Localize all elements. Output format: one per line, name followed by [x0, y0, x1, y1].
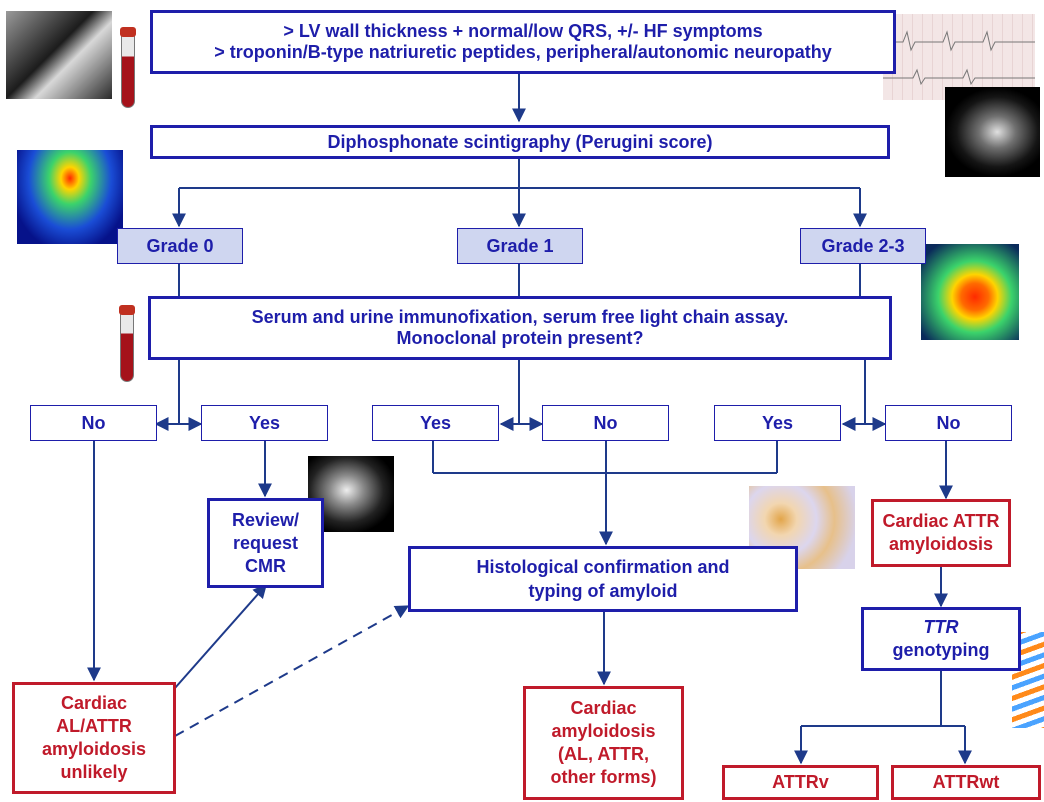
histology-line-2: typing of amyloid	[528, 581, 678, 601]
cardiac-forms-line-4: other forms)	[550, 767, 657, 787]
grade1-yes-box: Yes	[372, 405, 499, 441]
criteria-line-1: > LV wall thickness + normal/low QRS, +/…	[283, 21, 763, 41]
blood-tube-icon	[120, 27, 136, 108]
cardiac-forms-line-3: (AL, ATTR,	[558, 744, 649, 764]
blood-tube-icon	[119, 305, 135, 382]
grade-1-box: Grade 1	[457, 228, 583, 264]
unlikely-line-2: AL/ATTR	[56, 716, 132, 736]
cardiac-forms-line-1: Cardiac	[570, 698, 637, 718]
grade0-no-box: No	[30, 405, 157, 441]
bone-scintigraphy-grade23	[921, 244, 1019, 340]
cmr-line-3: CMR	[245, 555, 286, 576]
cardiac-forms-box: Cardiac amyloidosis (AL, ATTR, other for…	[523, 686, 684, 800]
grade0-yes-box: Yes	[201, 405, 328, 441]
immunofixation-box: Serum and urine immunofixation, serum fr…	[148, 296, 892, 360]
cmr-box: Review/ request CMR	[207, 498, 324, 588]
grade-2-3-label: Grade 2-3	[821, 235, 905, 256]
echocardiogram	[945, 87, 1040, 177]
top-criteria-box: > LV wall thickness + normal/low QRS, +/…	[150, 10, 896, 74]
grade23-yes-box: Yes	[714, 405, 841, 441]
grade23-no-box: No	[885, 405, 1012, 441]
attrv-label: ATTRv	[772, 772, 829, 792]
criteria-line-2: > troponin/B-type natriuretic peptides, …	[214, 42, 832, 62]
scintigraphy-box: Diphosphonate scintigraphy (Perugini sco…	[150, 125, 890, 159]
grade1-yes-label: Yes	[419, 412, 452, 433]
ttr-italic-label: TTR	[923, 617, 959, 637]
ttr-genotyping-label: genotyping	[892, 640, 990, 660]
ttr-genotyping-box: TTR genotyping	[861, 607, 1021, 671]
grade-0-box: Grade 0	[117, 228, 243, 264]
cardiac-forms-line-2: amyloidosis	[551, 721, 656, 741]
grade0-yes-label: Yes	[248, 412, 281, 433]
attrv-box: ATTRv	[722, 765, 879, 800]
grade-1-label: Grade 1	[486, 235, 554, 256]
cardiac-attr-line-1: Cardiac ATTR	[882, 511, 1000, 531]
bone-scintigraphy-grade0	[17, 150, 123, 244]
grade-2-3-box: Grade 2-3	[800, 228, 926, 264]
grade1-no-label: No	[593, 412, 618, 433]
unlikely-line-1: Cardiac	[60, 693, 128, 713]
immunofixation-line-1: Serum and urine immunofixation, serum fr…	[251, 307, 789, 327]
stethoscope-photo	[6, 11, 112, 99]
cardiac-attr-box: Cardiac ATTR amyloidosis	[871, 499, 1011, 567]
histology-box: Histological confirmation and typing of …	[408, 546, 798, 612]
grade23-yes-label: Yes	[761, 412, 794, 433]
grade0-no-label: No	[81, 412, 106, 433]
grade23-no-label: No	[936, 412, 961, 433]
attrwt-box: ATTRwt	[891, 765, 1041, 800]
cmr-line-1: Review/	[231, 509, 300, 530]
unlikely-line-3: amyloidosis	[41, 739, 147, 759]
grade1-no-box: No	[542, 405, 669, 441]
cmr-line-2: request	[232, 532, 299, 553]
histology-line-1: Histological confirmation and	[476, 557, 730, 577]
ecg-strip	[883, 14, 1035, 100]
unlikely-line-4: unlikely	[60, 762, 128, 782]
cardiac-attr-line-2: amyloidosis	[888, 534, 994, 554]
immunofixation-line-2: Monoclonal protein present?	[396, 328, 644, 348]
scintigraphy-label: Diphosphonate scintigraphy (Perugini sco…	[327, 131, 713, 152]
grade-0-label: Grade 0	[146, 235, 214, 256]
attrwt-label: ATTRwt	[932, 772, 1000, 792]
unlikely-box: Cardiac AL/ATTR amyloidosis unlikely	[12, 682, 176, 794]
